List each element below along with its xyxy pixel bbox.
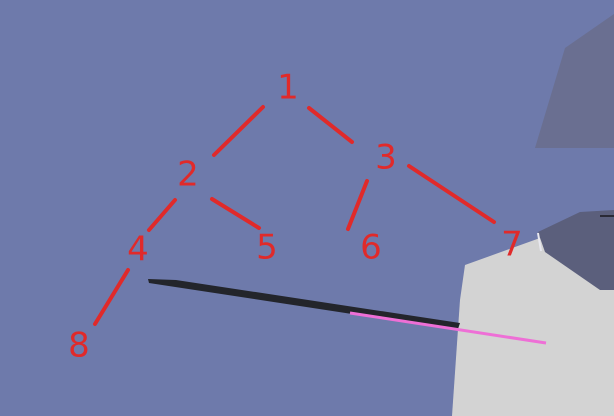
node-label-1: 1 bbox=[277, 68, 299, 108]
node-label-5: 5 bbox=[256, 228, 278, 268]
node-label-4: 4 bbox=[127, 230, 149, 270]
edge-2-5 bbox=[210, 197, 261, 230]
node-label-8: 8 bbox=[68, 326, 90, 366]
node-label-6: 6 bbox=[360, 228, 382, 268]
edge-1-2 bbox=[212, 105, 265, 157]
node-label-3: 3 bbox=[375, 138, 397, 178]
tree-edges bbox=[93, 105, 496, 326]
edge-3-6 bbox=[346, 179, 369, 231]
box-top-face bbox=[535, 14, 614, 148]
edge-4-8 bbox=[93, 268, 130, 326]
tree-labels: 1 2 3 4 5 6 7 8 bbox=[68, 68, 523, 366]
rod-highlight bbox=[349, 311, 547, 345]
edge-1-3 bbox=[307, 106, 354, 144]
box-edge bbox=[537, 232, 542, 252]
node-label-2: 2 bbox=[177, 155, 199, 195]
box-front-face bbox=[538, 210, 614, 290]
node-label-7: 7 bbox=[501, 225, 523, 265]
edge-2-4 bbox=[147, 198, 177, 232]
edge-3-7 bbox=[407, 164, 496, 224]
